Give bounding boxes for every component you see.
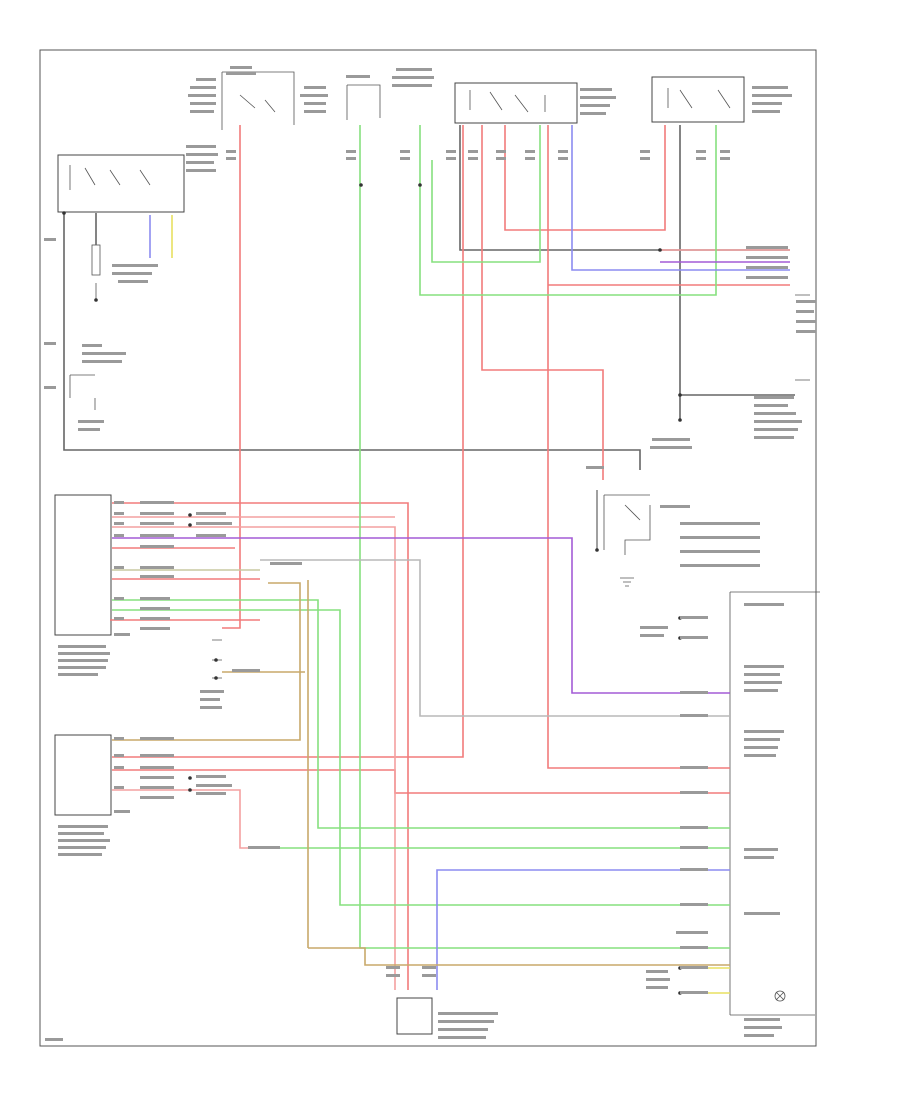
wires-black [63,125,795,550]
diagram-frame [39,49,817,1047]
wires-tan-yellow-gray [112,215,730,994]
fuse-bracket-top [221,71,295,130]
fuse-block-left [57,154,185,213]
control-module-bottom-center [396,997,433,1035]
wires-blue-purple [112,125,790,990]
illegible-label-marks [44,66,816,1041]
control-module-upper-left [54,494,112,636]
control-module-lower-left [54,734,112,816]
right-module-panel [729,591,820,1016]
splice-points [62,183,682,995]
relay-box-center [454,82,578,124]
fuse-bracket-middle [346,84,381,120]
wires-red [110,125,790,990]
switch-center [603,494,651,555]
ground-symbol [620,577,634,587]
indicator-lamp [774,990,786,1002]
relay-box-right [651,76,745,123]
